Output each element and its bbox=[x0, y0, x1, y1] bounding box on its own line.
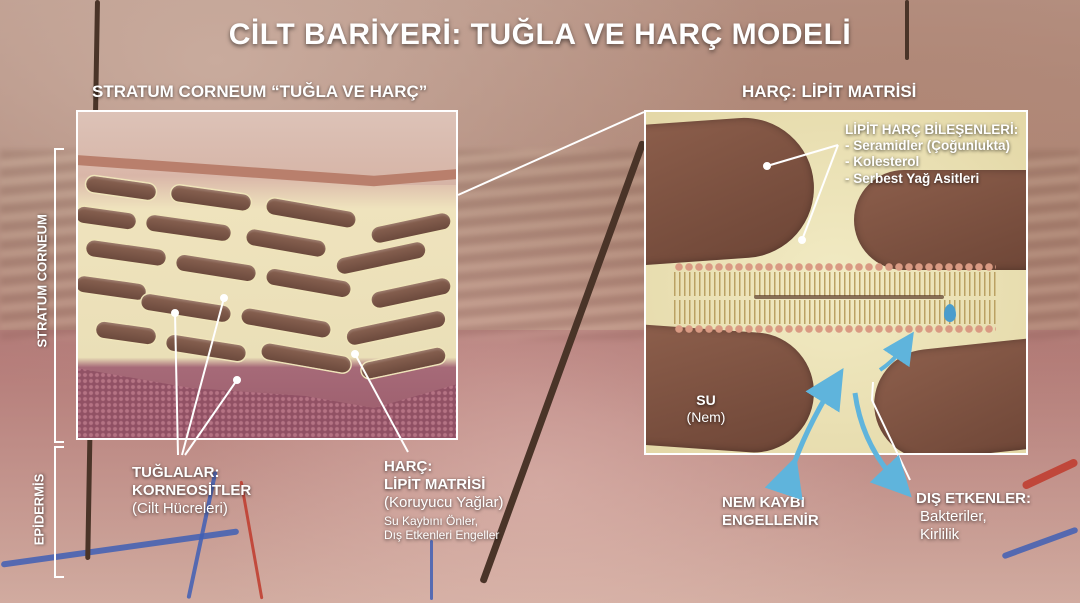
mortar-description: (Koruyucu Yağlar) bbox=[384, 494, 504, 511]
lipid-heads-top bbox=[674, 262, 996, 272]
stratum-corneum-illustration bbox=[76, 110, 458, 440]
lipid-tails-bottom bbox=[674, 300, 996, 324]
bricks-title: TUĞLALAR: bbox=[132, 464, 220, 481]
external-callout: DIŞ ETKENLER: Bakteriler, Kirlilik bbox=[916, 490, 1031, 544]
mortar-function-1: Su Kaybını Önler, bbox=[384, 514, 479, 528]
component-item: - Serbest Yağ Asitleri bbox=[845, 170, 980, 186]
left-panel-frame bbox=[76, 110, 458, 440]
left-panel-heading: STRATUM CORNEUM “TUĞLA VE HARÇ” bbox=[92, 82, 428, 101]
mortar-function-2: Dış Etkenleri Engeller bbox=[384, 528, 500, 543]
external-item-2: Kirlilik bbox=[920, 526, 960, 543]
mortar-subtitle: LİPİT MATRİSİ bbox=[384, 476, 486, 493]
moisture-callout: NEM KAYBI ENGELLENİR bbox=[722, 494, 819, 530]
page-title: CİLT BARİYERİ: TUĞLA VE HARÇ MODELİ bbox=[228, 18, 852, 51]
moisture-subtitle: ENGELLENİR bbox=[722, 512, 819, 529]
water-subtitle: (Nem) bbox=[686, 408, 726, 425]
external-title: DIŞ ETKENLER: bbox=[916, 490, 1032, 507]
corneocyte-cell bbox=[854, 170, 1026, 270]
epidermis-side-label: EPİDERMİS bbox=[31, 473, 47, 546]
bricks-subtitle: KORNEOSİTLER bbox=[132, 482, 252, 499]
external-item-1: Bakteriler, bbox=[920, 508, 987, 525]
stratum-corneum-bracket bbox=[54, 148, 64, 443]
moisture-title: NEM KAYBI bbox=[722, 494, 805, 511]
bilayer-gap bbox=[754, 295, 944, 299]
bricks-callout: TUĞLALAR: KORNEOSİTLER (Cilt Hücreleri) bbox=[132, 464, 251, 518]
water-droplet-icon bbox=[944, 304, 956, 322]
component-item: - Seramidler (Çoğunlukta) bbox=[845, 138, 1011, 154]
blood-vessel bbox=[430, 540, 433, 600]
lipid-heads-bottom bbox=[674, 324, 996, 334]
lipid-components-label: LİPİT HARÇ BİLEŞENLERİ: - Seramidler (Ço… bbox=[845, 122, 1018, 187]
stratum-corneum-side-label: STRATUM CORNEUM bbox=[34, 214, 50, 348]
epidermis-bracket bbox=[54, 446, 64, 578]
component-item: - Kolesterol bbox=[845, 154, 920, 170]
lipid-tails-top bbox=[674, 272, 996, 296]
water-label: SU (Nem) bbox=[680, 392, 732, 426]
lipid-components-heading: LİPİT HARÇ BİLEŞENLERİ: bbox=[845, 122, 1019, 137]
hair-strand bbox=[905, 0, 909, 60]
right-panel-heading: HARÇ: LİPİT MATRİSİ bbox=[742, 82, 917, 101]
mortar-title: HARÇ: bbox=[384, 458, 433, 475]
water-title: SU bbox=[696, 392, 716, 408]
bricks-description: (Cilt Hücreleri) bbox=[132, 500, 228, 517]
lipid-bilayer bbox=[674, 262, 996, 334]
mortar-callout: HARÇ: LİPİT MATRİSİ (Koruyucu Yağlar) Su… bbox=[384, 458, 504, 543]
